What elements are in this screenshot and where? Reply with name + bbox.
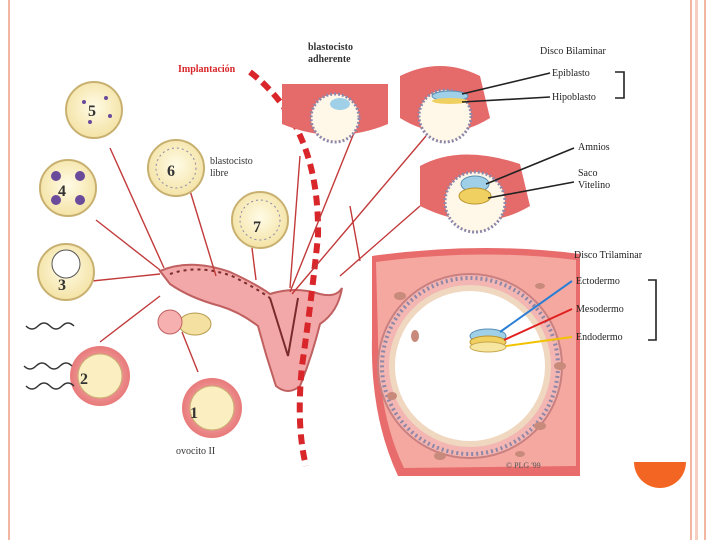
stage-number-7: 7: [253, 219, 261, 236]
wall-panel-adherente: [282, 84, 388, 144]
label-blastocisto-libre-1: blastocisto: [210, 156, 253, 167]
label-disco-bilaminar: Disco Bilaminar: [540, 46, 606, 57]
label-saco-2: Vitelino: [578, 180, 610, 191]
slide-corner-circle-icon: [634, 462, 686, 488]
stage-number-1: 1: [190, 405, 198, 422]
pointer-epiblasto: [461, 72, 551, 95]
stage-number-2: 2: [80, 371, 88, 388]
wall-panel-bilaminar: [400, 66, 490, 144]
label-saco-1: Saco: [578, 168, 597, 179]
label-endodermo: Endodermo: [576, 332, 623, 343]
pointer-saco: [487, 181, 575, 199]
right-frame-line-outer: [704, 0, 706, 540]
stage-number-6: 6: [167, 163, 175, 180]
stage-cell-7: [231, 191, 289, 249]
stage-cell-2: [23, 322, 130, 406]
implantation-line: [248, 69, 322, 467]
pointer-endodermo: [505, 336, 573, 347]
label-amnios: Amnios: [578, 142, 610, 153]
right-frame-line-thick: [695, 0, 698, 540]
bracket-trilaminar: [648, 279, 657, 341]
pointer-hipoblasto: [461, 96, 551, 103]
label-blastocisto-libre-2: libre: [210, 168, 229, 179]
pointer-amnios: [485, 147, 575, 185]
label-epiblasto: Epiblasto: [552, 68, 590, 79]
label-disco-trilaminar: Disco Trilaminar: [574, 250, 643, 261]
right-frame-line: [690, 0, 692, 540]
pointer-mesodermo: [503, 308, 573, 341]
label-blastocisto-adherente-1: blastocisto: [308, 42, 353, 53]
bracket-bilaminar: [615, 71, 625, 99]
label-blastocisto-adherente-2: adherente: [308, 54, 351, 65]
label-implantacion: Implantación: [178, 64, 236, 75]
stage-cell-5: [65, 81, 123, 139]
stage-cell-4: [39, 159, 97, 217]
pointer-ectodermo: [499, 280, 573, 333]
label-ovocito: ovocito II: [176, 446, 215, 457]
label-mesodermo: Mesodermo: [576, 304, 624, 315]
stage-number-5: 5: [88, 103, 96, 120]
stage-cell-6: [147, 139, 205, 197]
left-frame-line: [8, 0, 10, 540]
wall-panel-amnios: [420, 154, 530, 234]
label-hipoblasto: Hipoblasto: [552, 92, 596, 103]
stage-cell-3: [37, 243, 95, 301]
implantation-diagram: 1 2 3 4 5 6 7 Implantación blastocisto a…: [23, 42, 657, 476]
stage-number-4: 4: [58, 183, 66, 200]
stage-number-3: 3: [58, 277, 66, 294]
label-ectodermo: Ectodermo: [576, 276, 620, 287]
stage-cell-1: [182, 378, 242, 438]
label-copyright: © PLG '99: [506, 461, 541, 470]
uterus-and-tube: [157, 263, 343, 392]
trilaminar-panel: [371, 247, 580, 476]
